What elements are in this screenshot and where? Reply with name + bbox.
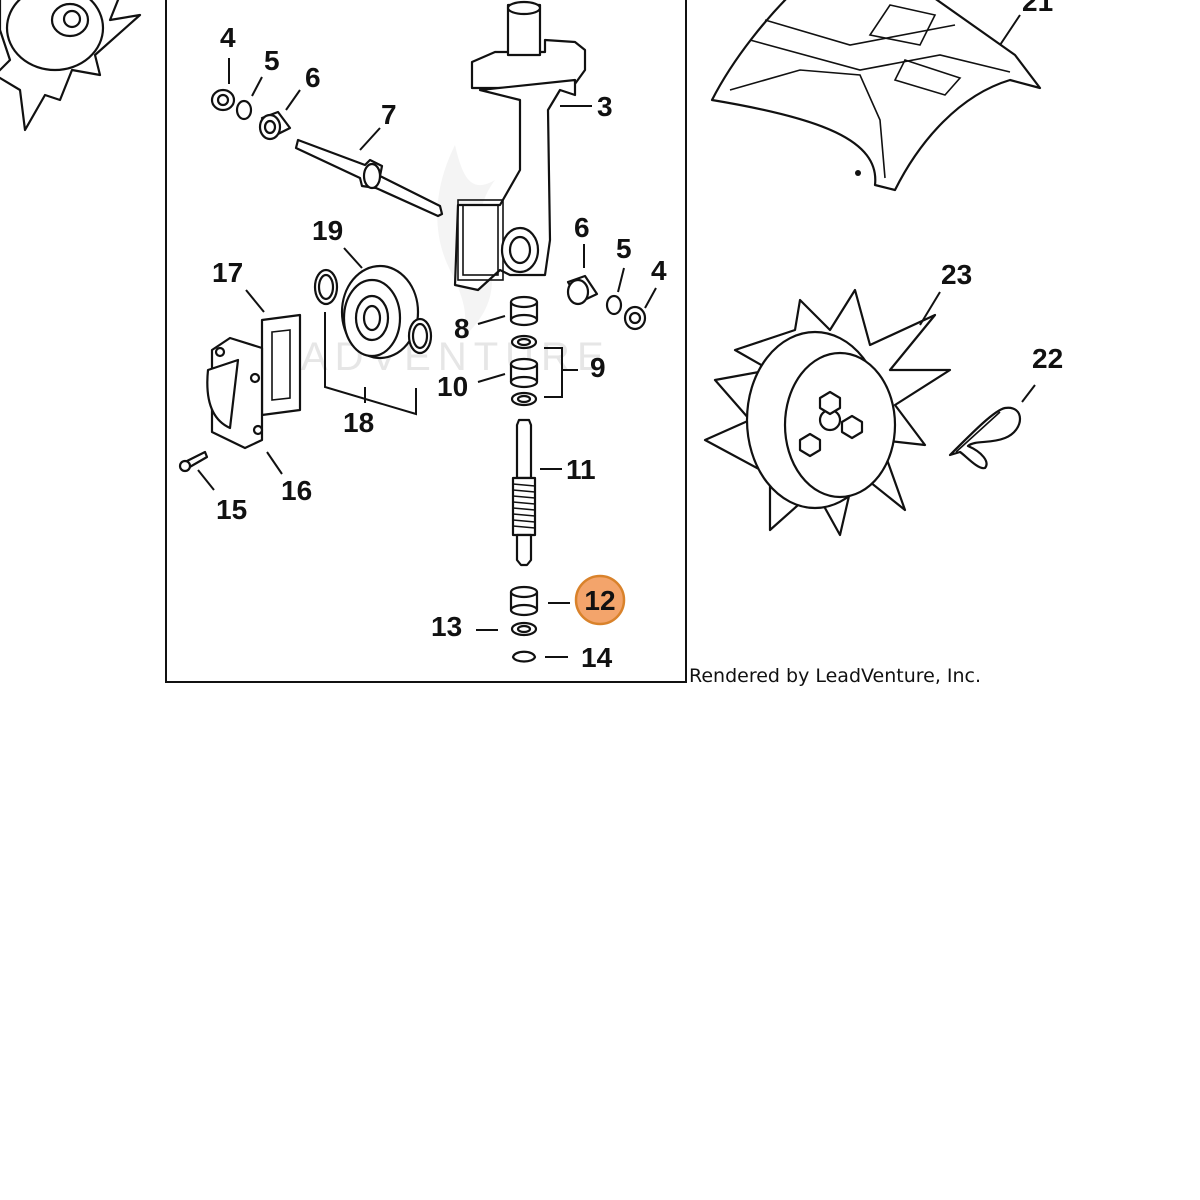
tine-wheel-partial-drawing [0, 0, 142, 132]
callout-6-right[interactable]: 6 [574, 212, 590, 243]
ring-5-left-drawing [235, 99, 253, 121]
callout-22[interactable]: 22 [1032, 343, 1063, 374]
bushing-6-left-drawing [258, 110, 292, 141]
callout-7[interactable]: 7 [381, 99, 397, 130]
highlight-circle[interactable] [574, 574, 626, 626]
spacer-10-drawing [509, 357, 539, 389]
highlighted-callout-12[interactable]: 12 [574, 574, 626, 626]
render-credit: Rendered by LeadVenture, Inc. [689, 665, 981, 687]
callout-5[interactable]: 5 [264, 45, 280, 76]
o-ring-right-drawing [407, 317, 433, 355]
hairpin-clip-drawing [948, 406, 1021, 470]
callout-3[interactable]: 3 [597, 91, 613, 122]
callout-8[interactable]: 8 [454, 313, 470, 344]
screw-15-drawing [178, 450, 209, 473]
bushing-12-drawing [509, 585, 539, 617]
callout-6[interactable]: 6 [305, 62, 321, 93]
washer-9-lower-drawing [510, 391, 538, 407]
callout-23[interactable]: 23 [941, 259, 972, 290]
o-ring-left-drawing [313, 268, 339, 306]
tine-wheel-drawing [703, 288, 952, 537]
spacer-8-drawing [509, 295, 539, 327]
callout-19[interactable]: 19 [312, 215, 343, 246]
callout-15[interactable]: 15 [216, 494, 247, 525]
cover-16-drawing [206, 336, 264, 450]
callout-11[interactable]: 11 [566, 454, 596, 485]
callout-14[interactable]: 14 [581, 642, 613, 673]
callout-9[interactable]: 9 [590, 352, 606, 383]
callout-16[interactable]: 16 [281, 475, 312, 506]
circlip-14-drawing [511, 650, 537, 663]
bushing-6-right-drawing [566, 274, 599, 306]
tine-shield-drawing [710, 0, 1042, 192]
callout-4[interactable]: 4 [220, 22, 236, 53]
callout-18[interactable]: 18 [343, 407, 374, 438]
callout-4-right[interactable]: 4 [651, 255, 667, 286]
washer-4-left-drawing [210, 88, 236, 112]
gasket-17-drawing [260, 313, 302, 417]
ring-5-right-drawing [605, 294, 623, 316]
callout-12[interactable]: 12 [584, 585, 615, 616]
leader-lines [197, 14, 1036, 658]
gear-housing-3-drawing [453, 0, 587, 292]
callout-labels: 4 5 6 7 3 19 17 6 5 4 8 9 10 18 11 16 15… [212, 0, 1063, 673]
axle-shaft-7-drawing [294, 138, 444, 218]
callout-13[interactable]: 13 [431, 611, 462, 642]
callout-21[interactable]: 21 [1022, 0, 1053, 17]
washer-4-right-drawing [623, 305, 647, 331]
worm-shaft-11-drawing [511, 418, 537, 567]
washer-13-drawing [510, 621, 538, 637]
callout-17[interactable]: 17 [212, 257, 243, 288]
assembly-frame [165, 0, 687, 683]
callout-10[interactable]: 10 [437, 371, 468, 402]
bearing-19-drawing [340, 264, 420, 360]
callout-5-right[interactable]: 5 [616, 233, 632, 264]
washer-9-upper-drawing [510, 334, 538, 350]
